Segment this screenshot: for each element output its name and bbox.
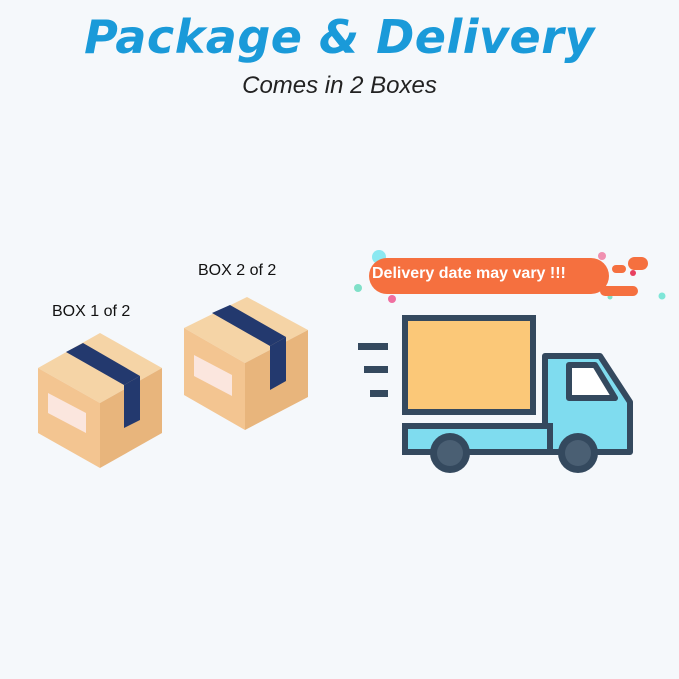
delivery-banner-text: Delivery date may vary !!! (372, 265, 566, 282)
box-1-label: BOX 1 of 2 (52, 303, 131, 320)
box-2-label: BOX 2 of 2 (198, 262, 277, 279)
box-2-icon (184, 297, 308, 430)
page-title: Package & Delivery (84, 10, 595, 64)
box-1-icon (38, 333, 162, 468)
banner-shape (354, 250, 666, 303)
page-subtitle: Comes in 2 Boxes (242, 72, 437, 99)
truck-icon (358, 315, 633, 473)
